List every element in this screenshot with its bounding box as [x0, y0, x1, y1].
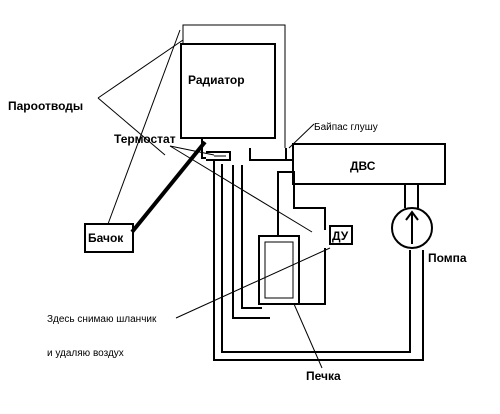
thermostat-long-pointer	[169, 145, 313, 233]
du-label: ДУ	[332, 229, 349, 243]
engine-box	[292, 143, 446, 185]
heater-core-inner	[264, 241, 294, 299]
radiator-label: Радиатор	[188, 73, 245, 87]
thermostat-pointer	[169, 145, 215, 156]
hose-note-line-1: Здесь снимаю шланчик	[47, 314, 157, 325]
return-pipe-outer	[213, 160, 424, 361]
hose-note-line-2: и удаляю воздух	[47, 348, 124, 359]
radiator-box	[180, 43, 276, 139]
tank-box	[84, 223, 134, 253]
pump-arrow-head	[405, 210, 419, 221]
bypass-pipe	[249, 148, 293, 161]
engine-label: ДВС	[350, 159, 376, 173]
heater-pointer	[293, 303, 323, 369]
heater-core-left	[258, 235, 300, 305]
hose-note-pointer	[175, 247, 331, 319]
vapor-label-pointer-1	[97, 39, 184, 99]
bypass-pointer	[288, 123, 315, 149]
thermostat-housing	[206, 151, 231, 161]
heater-supply-pipe	[232, 165, 270, 319]
tank-feed-line	[130, 140, 207, 234]
heater-label: Печка	[306, 369, 341, 383]
vapor-label-pointer-2	[97, 97, 166, 156]
vapor-lines-label: Пароотводы	[8, 99, 83, 113]
return-pipe-inner	[221, 164, 411, 353]
bypass-label: Байпас глушу	[314, 122, 378, 133]
du-box	[329, 225, 353, 245]
vapor-line-top-loop	[182, 24, 286, 148]
vapor-line-leader	[107, 29, 181, 225]
pump-label: Помпа	[428, 251, 467, 265]
tank-label: Бачок	[88, 231, 124, 245]
thermostat-label: Термостат	[114, 132, 176, 146]
heater-return-pipe	[241, 165, 262, 309]
heater-outlet-pipe	[299, 248, 326, 305]
heater-feed-pipe	[277, 171, 326, 236]
